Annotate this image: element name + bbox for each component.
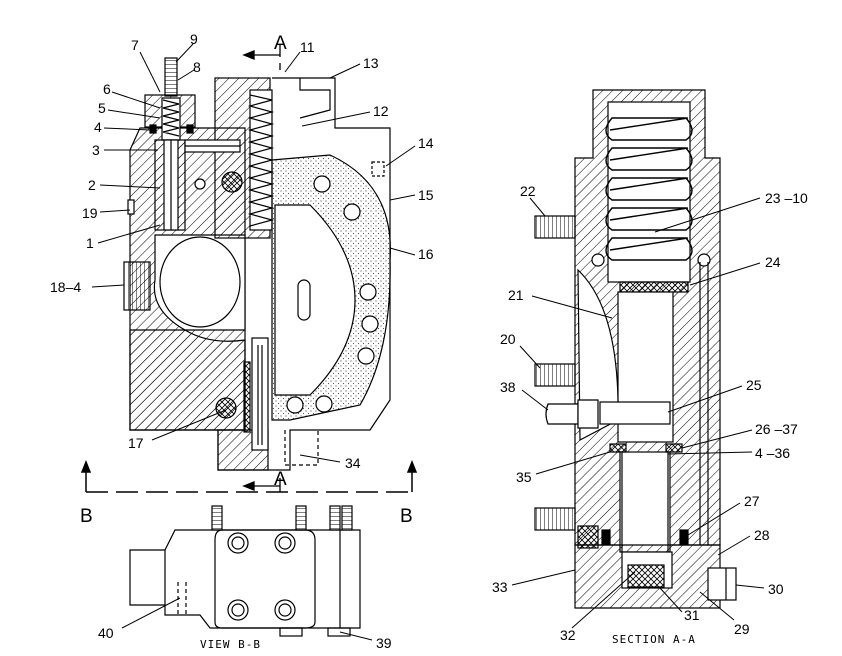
callout-19: 19 xyxy=(82,205,98,221)
callout-23-10: 23 –10 xyxy=(765,190,808,206)
callout-20: 20 xyxy=(500,331,516,347)
leader-lines xyxy=(91,43,765,641)
section-a-top-label: A xyxy=(274,33,287,54)
callout-34: 34 xyxy=(345,455,361,471)
callout-22: 22 xyxy=(520,183,536,199)
callout-21: 21 xyxy=(508,287,524,303)
callout-31: 31 xyxy=(684,607,700,623)
callout-15: 15 xyxy=(418,187,434,203)
callout-1: 1 xyxy=(86,235,94,251)
callout-28: 28 xyxy=(754,527,770,543)
callout-2: 2 xyxy=(88,177,96,193)
callout-38: 38 xyxy=(500,379,516,395)
callout-17: 17 xyxy=(128,435,144,451)
left-section-view xyxy=(123,57,391,471)
callout-39: 39 xyxy=(376,635,392,651)
section-b-left-label: B xyxy=(80,506,93,527)
callout-4-36: 4 –36 xyxy=(755,445,790,461)
callout-9: 9 xyxy=(190,31,198,47)
callout-29: 29 xyxy=(734,621,750,637)
callout-13: 13 xyxy=(363,55,379,71)
callout-24: 24 xyxy=(765,254,781,270)
callout-8: 8 xyxy=(193,59,201,75)
callout-26-37: 26 –37 xyxy=(755,421,798,437)
callout-32: 32 xyxy=(560,627,576,643)
right-callout-labels: 22 23 –10 24 21 20 38 25 26 –37 4 –36 35… xyxy=(492,183,808,643)
callout-6: 6 xyxy=(103,81,111,97)
callout-40: 40 xyxy=(98,625,114,641)
callout-33: 33 xyxy=(492,579,508,595)
callout-25: 25 xyxy=(746,377,762,393)
callout-7: 7 xyxy=(131,37,139,53)
callout-35: 35 xyxy=(516,469,532,485)
view-bb-caption: VIEW B-B xyxy=(200,638,261,651)
callout-3: 3 xyxy=(92,142,100,158)
spring-right xyxy=(605,117,693,261)
section-aa-caption: SECTION A-A xyxy=(612,633,696,646)
section-a-bottom-label: A xyxy=(274,469,287,490)
callout-27: 27 xyxy=(744,493,760,509)
callout-11: 11 xyxy=(300,39,315,55)
section-b-right-label: B xyxy=(400,506,413,527)
callout-14: 14 xyxy=(418,135,434,151)
callout-5: 5 xyxy=(98,100,106,116)
view-bb xyxy=(129,505,361,637)
section-aa-view xyxy=(534,89,737,609)
callout-4: 4 xyxy=(94,119,102,135)
section-line-a xyxy=(242,45,281,492)
callout-30: 30 xyxy=(768,581,784,597)
bolt-group xyxy=(227,532,296,621)
section-line-b xyxy=(80,459,418,493)
left-callout-labels: 7 9 8 6 5 4 3 2 19 1 18–4 17 34 11 13 12… xyxy=(50,31,434,651)
callout-18-4: 18–4 xyxy=(50,279,81,295)
callout-12: 12 xyxy=(373,103,389,119)
callout-16: 16 xyxy=(418,246,434,262)
